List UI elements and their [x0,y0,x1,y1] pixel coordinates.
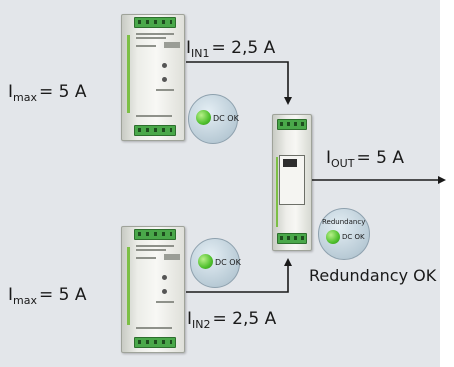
terminal-block-icon [277,119,307,130]
label-print [136,327,172,329]
dc-ok-label: DC OK [342,233,365,241]
green-led-icon [198,254,213,269]
dc-ok-label: DC OK [213,114,239,123]
redundancy-badge-title: Redundancy [322,218,366,226]
potentiometer-icon [162,275,167,280]
redundancy-badge: Redundancy DC OK [318,208,370,260]
label-print [156,89,174,91]
label-print [136,33,174,35]
diagram-background [0,0,440,367]
redundancy-module [272,114,312,251]
terminal-block-icon [134,229,176,240]
potentiometer-icon [162,289,167,294]
iout-label: IOUT= 5 A [326,148,404,170]
terminal-block-icon [277,233,307,244]
label-print [136,37,166,39]
dc-ok-badge-top: DC OK [188,94,239,144]
iin1-label: IIN1= 2,5 A [186,38,276,60]
imax-top-label: Imax= 5 A [8,82,87,104]
potentiometer-icon [162,77,167,82]
input-2-line [186,258,292,293]
iin2-label: IIN2= 2,5 A [187,309,277,331]
green-led-icon [326,230,340,244]
brand-stripe [127,247,130,325]
dc-ok-label: DC OK [215,258,241,267]
potentiometer-icon [162,63,167,68]
status-led-icon [283,159,297,167]
rating-tag [164,42,180,48]
power-supply-bottom [121,226,185,353]
green-led-icon [196,110,211,125]
terminal-block-icon [134,337,176,348]
terminal-block-icon [134,125,176,136]
power-supply-top [121,14,185,141]
label-print [136,115,172,117]
terminal-block-icon [134,17,176,28]
dc-ok-badge-bottom: DC OK [190,238,241,288]
rating-tag [164,254,180,260]
label-print [136,245,174,247]
label-print [136,249,166,251]
brand-stripe [276,157,278,227]
label-print [136,257,156,259]
imax-bottom-label: Imax= 5 A [8,285,87,307]
input-1-line [186,61,292,105]
label-print [136,45,156,47]
label-print [156,301,174,303]
redundancy-ok-label: Redundancy OK [309,266,437,285]
brand-stripe [127,35,130,113]
